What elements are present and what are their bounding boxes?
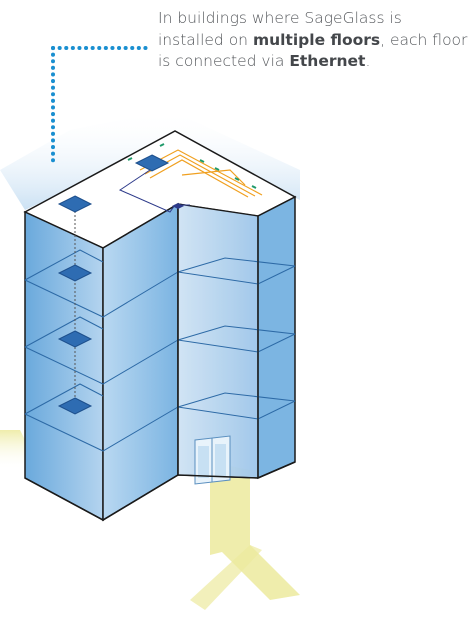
caption-text-3: .	[365, 52, 370, 70]
caption: In buildings where SageGlass is installe…	[158, 8, 468, 73]
caption-emphasis-ethernet: Ethernet	[289, 52, 365, 70]
caption-emphasis-multiple-floors: multiple floors	[253, 31, 380, 49]
facade-right	[258, 197, 295, 478]
